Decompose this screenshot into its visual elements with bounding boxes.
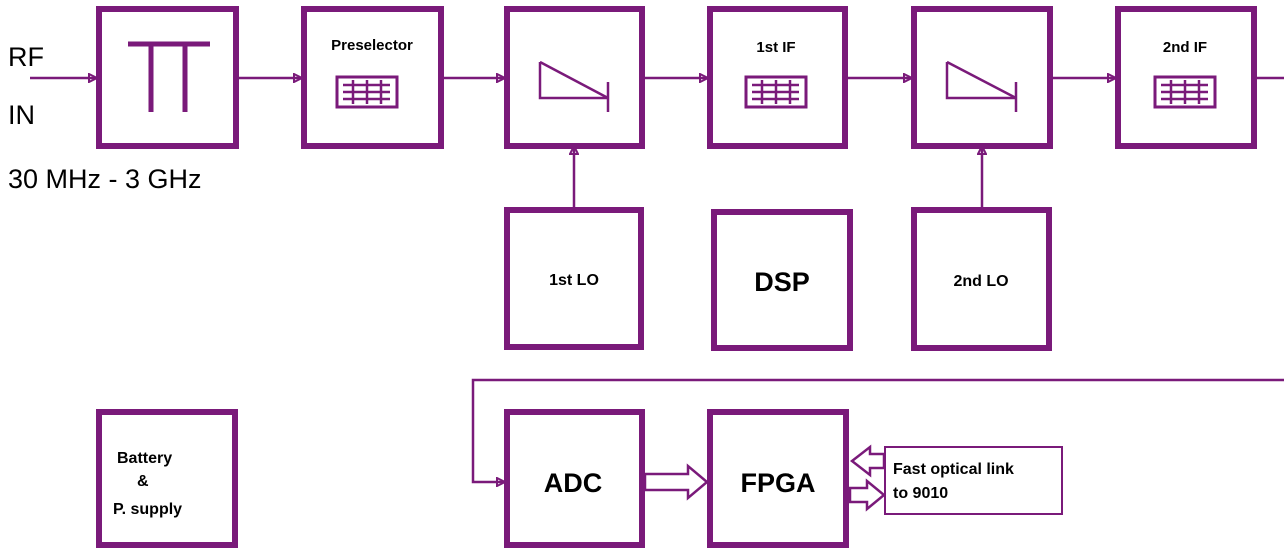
optical-link-box xyxy=(884,446,1063,515)
optical-out-arrow xyxy=(848,478,886,512)
filter-icon-if1 xyxy=(744,75,808,109)
filter-icon-preselector xyxy=(335,75,399,109)
optical-in-arrow xyxy=(849,444,886,478)
battery-label-line3: P. supply xyxy=(113,501,182,518)
battery-label-line1: Battery xyxy=(117,450,172,467)
rf-in-label-in: IN xyxy=(8,100,35,130)
dsp-label: DSP xyxy=(754,267,810,297)
top-row-signal-path xyxy=(30,78,1284,482)
fpga-label: FPGA xyxy=(740,468,815,498)
mixer-icon-2 xyxy=(945,60,1018,112)
arrow-if2-to-adc xyxy=(471,378,1284,482)
adc-to-fpga-arrow xyxy=(643,463,709,501)
attenuator-block xyxy=(96,6,239,149)
dsp-block xyxy=(711,209,853,351)
preselector-label: Preselector xyxy=(331,37,413,54)
lo1-label: 1st LO xyxy=(549,272,599,289)
adc-block xyxy=(504,409,645,548)
mixer1-block xyxy=(504,6,645,149)
if1-label: 1st IF xyxy=(756,39,795,56)
mixer-icon-1 xyxy=(538,60,610,112)
attenuator-icon xyxy=(128,41,210,112)
filter-icon-if2 xyxy=(1153,75,1217,109)
fpga-block xyxy=(707,409,849,548)
lo1-block xyxy=(504,207,644,350)
battery-supply-block xyxy=(96,409,238,548)
blocks xyxy=(96,6,1257,548)
lo2-label: 2nd LO xyxy=(953,273,1008,290)
lo2-block xyxy=(911,207,1052,351)
adc-label: ADC xyxy=(544,468,603,498)
optical-link-label-line1: Fast optical link xyxy=(893,461,1014,478)
frequency-range-label: 30 MHz - 3 GHz xyxy=(8,164,202,194)
mixer2-block xyxy=(911,6,1053,149)
rf-in-label-rf: RF xyxy=(8,42,44,72)
if2-label: 2nd IF xyxy=(1163,39,1207,56)
battery-label-line2: & xyxy=(137,473,149,490)
optical-link-label-line2: to 9010 xyxy=(893,485,948,502)
